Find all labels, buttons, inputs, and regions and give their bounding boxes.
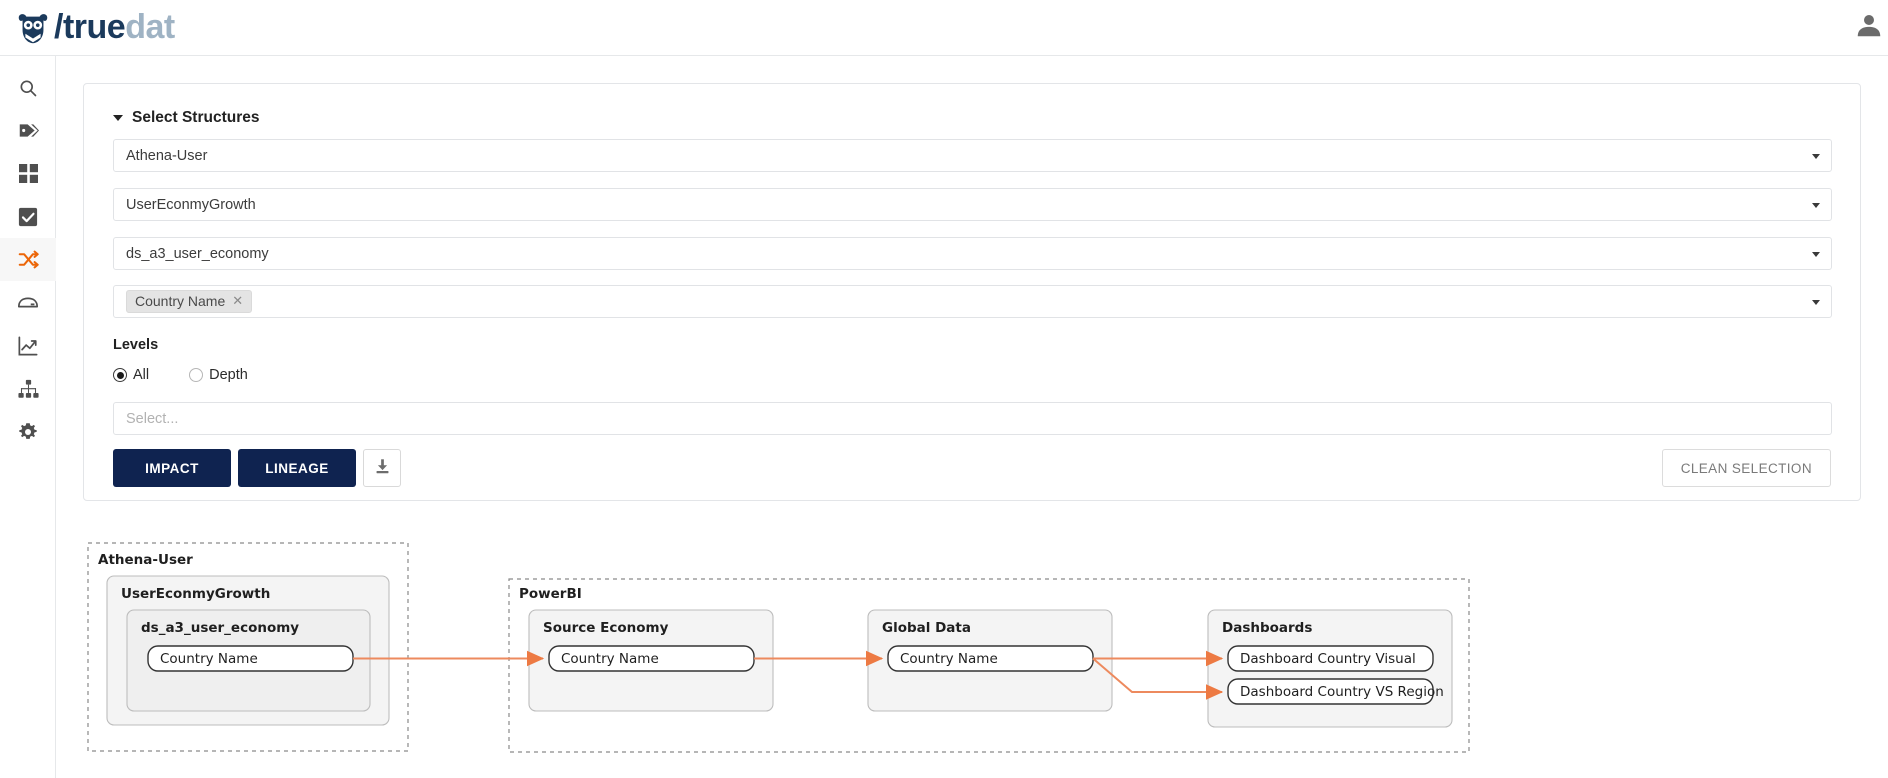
table-select[interactable]: ds_a3_user_economy <box>113 237 1832 270</box>
radio-label-all: All <box>133 367 150 383</box>
account-button[interactable] <box>1854 10 1888 44</box>
sidebar-item-settings[interactable] <box>0 410 56 453</box>
levels-select[interactable]: Select... <box>113 402 1832 435</box>
container-label-usereconmygrowth: UserEconmyGrowth <box>121 586 270 602</box>
levels-radio-group: All Depth <box>113 367 248 383</box>
logo-slash: / <box>54 8 63 46</box>
radio-option-depth[interactable]: Depth <box>189 367 248 383</box>
fields-multiselect[interactable]: Country Name ✕ <box>113 285 1832 318</box>
lineage-button[interactable]: LINEAGE <box>238 449 356 487</box>
select-structures-panel: Select Structures Athena-User UserEconmy… <box>83 83 1861 501</box>
system-select-value: Athena-User <box>126 147 208 164</box>
lineage-graph-svg[interactable]: Athena-User UserEconmyGrowth ds_a3_user_… <box>56 526 1888 778</box>
grid-icon <box>18 164 38 183</box>
node-label-athena-country-name: Country Name <box>160 651 258 667</box>
radio-option-all[interactable]: All <box>113 367 149 383</box>
structure-select-value: UserEconmyGrowth <box>126 196 256 213</box>
sidebar-item-lineage[interactable] <box>0 238 56 281</box>
user-account-icon <box>1854 10 1884 44</box>
panel-header[interactable]: Select Structures <box>113 109 260 127</box>
node-label-global-data-country-name: Country Name <box>900 651 998 667</box>
system-select[interactable]: Athena-User <box>113 139 1832 172</box>
sidebar-item-tags[interactable] <box>0 109 56 152</box>
selected-field-tag[interactable]: Country Name ✕ <box>126 290 253 313</box>
logo-true: true <box>62 8 126 46</box>
sidebar-item-search[interactable] <box>0 66 56 109</box>
node-label-source-economy-country-name: Country Name <box>561 651 659 667</box>
chart-icon <box>18 336 38 356</box>
container-label-global-data: Global Data <box>882 620 971 636</box>
container-label-source-economy: Source Economy <box>543 620 669 636</box>
sidebar-item-tasks[interactable] <box>0 195 56 238</box>
table-select-value: ds_a3_user_economy <box>126 245 269 262</box>
close-icon[interactable]: ✕ <box>232 293 244 308</box>
main-content: Select Structures Athena-User UserEconmy… <box>56 56 1888 778</box>
node-dashboard-country-vs-region[interactable] <box>1227 678 1434 705</box>
levels-label: Levels <box>113 337 159 353</box>
tags-icon <box>18 120 39 141</box>
node-label-dashboard-country-vs-region: Dashboard Country VS Region <box>1240 684 1444 700</box>
caret-down-icon <box>1812 203 1820 208</box>
radio-icon-all <box>113 368 127 382</box>
group-label-athena-user: Athena-User <box>98 552 193 568</box>
caret-down-icon <box>113 115 123 121</box>
caret-down-icon <box>1812 300 1820 305</box>
group-powerbi <box>508 578 1470 753</box>
lineage-graph[interactable]: Athena-User UserEconmyGrowth ds_a3_user_… <box>56 526 1888 778</box>
sidebar-item-sources[interactable] <box>0 281 56 324</box>
clean-selection-button[interactable]: CLEAN SELECTION <box>1661 449 1831 487</box>
group-label-powerbi: PowerBI <box>519 586 582 602</box>
caret-down-icon <box>1812 154 1820 159</box>
levels-select-placeholder: Select... <box>126 410 179 427</box>
radio-icon-depth <box>189 368 204 382</box>
left-nav-rail <box>0 56 56 778</box>
container-label-dashboards: Dashboards <box>1222 620 1312 636</box>
group-athena-user <box>87 542 409 752</box>
shuffle-icon <box>18 249 39 270</box>
checkbox-icon <box>18 207 38 227</box>
download-icon <box>374 458 391 478</box>
database-icon <box>17 292 39 314</box>
download-button[interactable] <box>363 449 401 487</box>
search-icon <box>18 78 38 98</box>
selected-field-label: Country Name <box>135 293 226 309</box>
container-label-ds-a3-user-economy: ds_a3_user_economy <box>141 620 299 636</box>
radio-label-depth: Depth <box>209 367 248 383</box>
caret-down-icon <box>1812 252 1820 257</box>
sidebar-item-domains[interactable] <box>0 152 56 195</box>
node-label-dashboard-country-visual: Dashboard Country Visual <box>1240 651 1416 667</box>
owl-logo-icon <box>14 9 54 47</box>
panel-title: Select Structures <box>132 109 260 126</box>
structure-select[interactable]: UserEconmyGrowth <box>113 188 1832 221</box>
sitemap-icon <box>17 379 39 399</box>
impact-button[interactable]: IMPACT <box>113 449 231 487</box>
edge-global-to-dashboard-vs-region <box>1092 657 1224 700</box>
gear-icon <box>18 422 38 442</box>
logo-dat: dat <box>125 8 175 46</box>
sidebar-item-hierarchy[interactable] <box>0 367 56 410</box>
sidebar-item-metrics[interactable] <box>0 324 56 367</box>
action-button-row: IMPACT LINEAGE <box>113 449 401 487</box>
node-dashboard-country-visual[interactable] <box>1227 645 1434 672</box>
